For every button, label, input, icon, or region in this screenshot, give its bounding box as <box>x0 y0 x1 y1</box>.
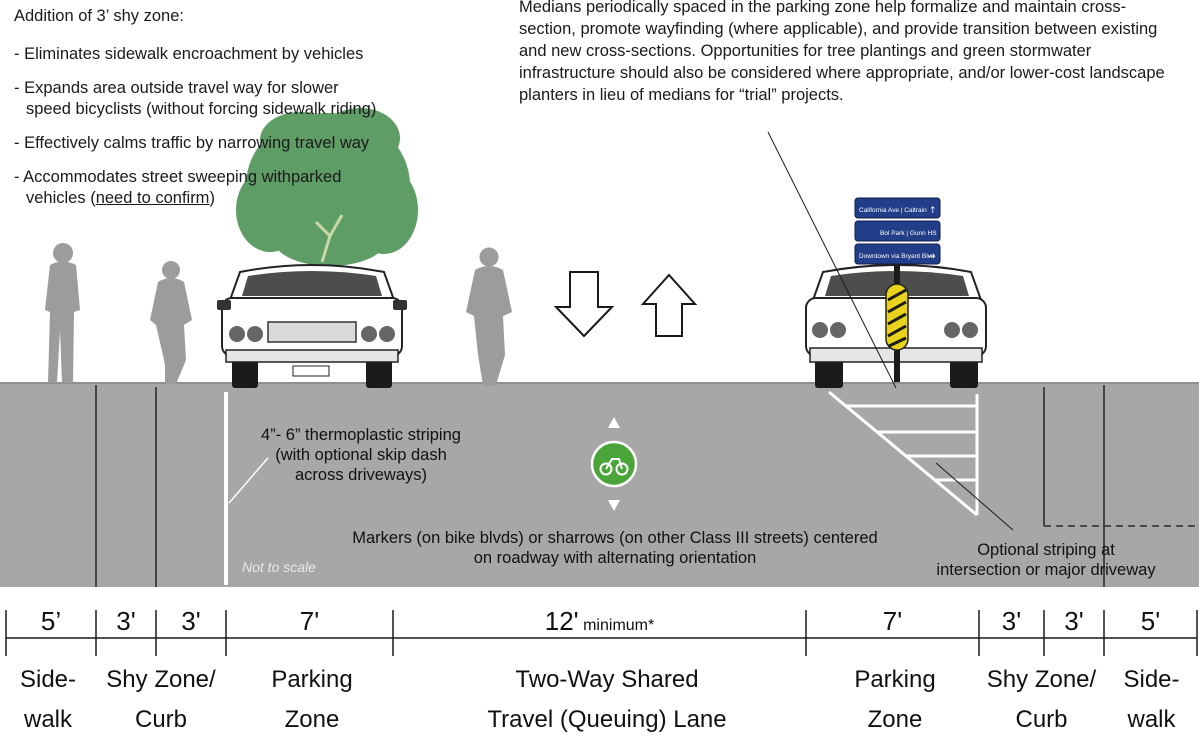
lane-line-1: Parking <box>271 666 353 693</box>
markers-label-line-2: on roadway with alternating orientation <box>473 549 757 567</box>
pedestrian-figure-icon <box>45 243 80 383</box>
note-bullet-4b-close: ) <box>209 189 215 207</box>
dimension-line <box>5 610 1198 656</box>
lane-line-2: Curb <box>1015 706 1068 733</box>
striping-leader-line <box>228 457 269 504</box>
northbound-arrow-icon <box>640 273 698 337</box>
dim-value: 12' <box>544 606 579 636</box>
striping-label-line-1: 4”- 6” thermoplastic striping <box>261 426 461 444</box>
note-bullet-1: - Eliminates sidewalk encroachment by ve… <box>14 45 364 63</box>
lane-sidewalk-right: Side-walk <box>1104 660 1199 740</box>
not-to-scale-label: Not to scale <box>242 559 316 575</box>
lane-line-1: Shy Zone/ <box>986 666 1097 693</box>
dim-sidewalk-left: 5’ <box>6 606 96 637</box>
thermoplastic-striping-label: 4”- 6” thermoplastic striping (with opti… <box>236 425 486 485</box>
yellow-bollard-icon <box>885 283 909 351</box>
dim-value: 3' <box>181 606 201 636</box>
dim-curb-left: 3' <box>156 606 226 637</box>
lane-line-1: Shy Zone/ <box>106 666 216 693</box>
striping-label-line-3: across driveways) <box>294 466 428 484</box>
striping-label-line-2: (with optional skip dash <box>275 446 447 464</box>
note-bullet-2a: - Expands area outside travel way for sl… <box>14 79 339 97</box>
dim-curb-right: 3' <box>979 606 1044 637</box>
cyclist-figure-left-icon <box>150 261 192 384</box>
dim-value: 7' <box>882 606 903 636</box>
need-to-confirm-text: need to confirm <box>95 189 210 207</box>
lane-sidewalk-left: Side-walk <box>0 660 96 740</box>
note-bullet-4a: - Accommodates street sweeping withparke… <box>14 168 342 186</box>
lane-line-2: Zone <box>867 706 923 733</box>
street-tree-icon <box>236 108 418 266</box>
dim-parking-right: 7' <box>806 606 979 637</box>
shy-zone-notes: Addition of 3’ shy zone: - Eliminates si… <box>14 6 414 222</box>
lane-line-1: Two-Way Shared <box>515 666 699 693</box>
dim-sidewalk-right: 5' <box>1104 606 1197 637</box>
optional-intersection-striping <box>828 390 979 517</box>
optional-label-line-1: Optional striping at <box>977 541 1115 559</box>
dim-value: 5' <box>1140 606 1161 636</box>
zone-divider-lines <box>95 385 1199 587</box>
note-bullet-3: - Effectively calms traffic by narrowing… <box>14 134 370 152</box>
dim-value: 3' <box>1001 606 1022 636</box>
sign-2-text: Bol Park | Gunn HS <box>880 230 937 237</box>
dim-parking-left: 7' <box>226 606 393 637</box>
markers-label: Markers (on bike blvds) or sharrows (on … <box>330 528 900 568</box>
lane-shy-zone-right: Shy Zone/Curb <box>979 660 1104 740</box>
median-leader-line <box>767 131 897 389</box>
sign-1-text: California Ave | Caltrain <box>859 207 927 214</box>
dim-travel-lane: 12' minimum* <box>393 606 806 637</box>
dim-suffix: minimum* <box>578 617 655 634</box>
lane-line-2: Curb <box>134 706 188 733</box>
lane-line-2: walk <box>1127 706 1176 733</box>
southbound-arrow-icon <box>553 271 615 338</box>
note-bullet-4b-text: vehicles ( <box>26 189 96 207</box>
optional-label-line-2: intersection or major driveway <box>936 561 1156 579</box>
sign-3-arrow-icon: → <box>928 252 936 262</box>
dim-value: 3' <box>1064 606 1084 636</box>
dim-shy-right: 3' <box>1044 606 1104 637</box>
lane-line-2: Travel (Queuing) Lane <box>487 706 727 733</box>
optional-striping-label: Optional striping at intersection or maj… <box>918 540 1174 580</box>
dim-value: 5’ <box>40 606 62 636</box>
note-bullet-2b: speed bicyclists (without forcing sidewa… <box>26 100 377 118</box>
dim-value: 7' <box>299 606 320 636</box>
cyclist-figure-middle-icon <box>466 247 512 386</box>
shy-zone-heading: Addition of 3’ shy zone: <box>14 7 184 25</box>
median-note: Medians periodically spaced in the parki… <box>519 0 1165 104</box>
lane-line-1: Parking <box>854 666 936 693</box>
note-bullet-4b: vehicles (need to confirm) <box>14 188 414 209</box>
markers-label-line-1: Markers (on bike blvds) or sharrows (on … <box>352 529 878 547</box>
wayfinding-sign-post: California Ave | Caltrain Bol Park | Gun… <box>854 197 941 382</box>
travel-direction-arrows <box>553 271 698 338</box>
sign-1-arrow-icon: ↑ <box>929 206 937 216</box>
road-surface <box>0 383 1199 587</box>
lane-line-1: Side- <box>19 666 77 693</box>
lane-shy-zone-left: Shy Zone/Curb <box>96 660 226 740</box>
optional-striping-leader <box>935 462 1014 531</box>
lane-line-2: Zone <box>284 706 340 733</box>
dim-shy-left: 3' <box>96 606 156 637</box>
sign-3-text: Downtown via Bryant Blvd <box>859 253 935 260</box>
parked-car-left-icon <box>217 264 407 388</box>
bike-boulevard-marker-icon <box>590 417 638 511</box>
lane-line-1: Side- <box>1123 666 1180 693</box>
lane-line-2: walk <box>23 706 72 733</box>
dim-value: 3' <box>116 606 136 636</box>
